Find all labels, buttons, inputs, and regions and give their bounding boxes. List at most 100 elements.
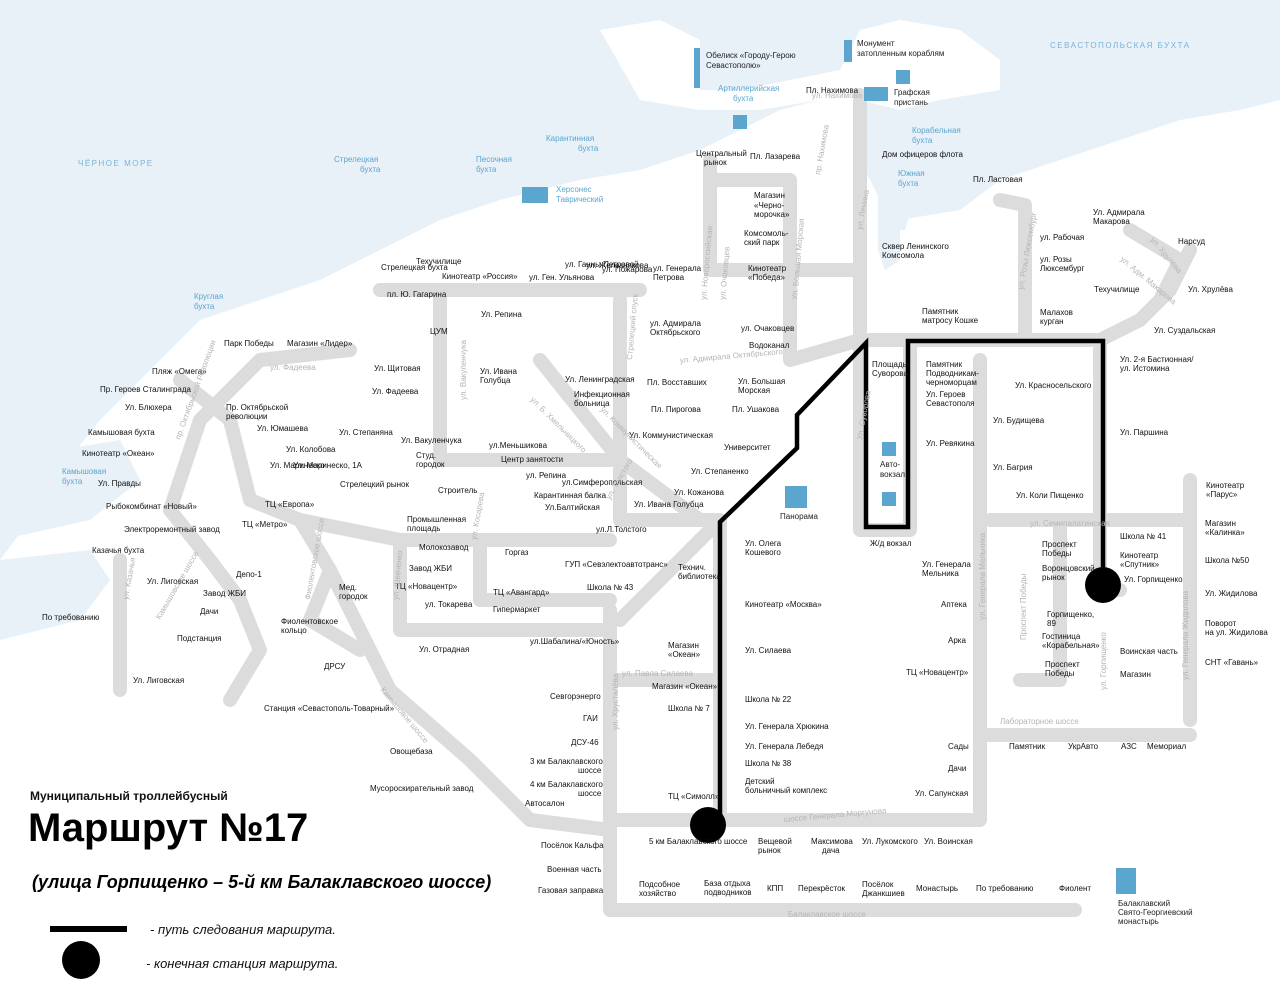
stop-label: Технич. bbox=[678, 563, 706, 572]
street-label: ул. Нахимова bbox=[812, 91, 863, 100]
korabelnaya-bay bbox=[895, 115, 935, 230]
stop-label: Молокозавод bbox=[419, 543, 469, 552]
stop-label: ул. Ганны Петровой bbox=[565, 260, 639, 269]
stop-label: ТЦ «Новацентр» bbox=[395, 582, 458, 591]
stop-label: ДСУ-46 bbox=[571, 738, 599, 747]
stop-label: ул. Адмирала bbox=[650, 319, 701, 328]
stop-label: Карантинная балка bbox=[534, 491, 607, 500]
stop-label: Ул. Лиговская bbox=[147, 577, 198, 586]
stop-label: «Черно- bbox=[754, 201, 785, 210]
street-label: ул. Генерала Жидилова bbox=[1181, 590, 1190, 680]
stop-label: Магазин bbox=[1205, 519, 1236, 528]
stop-label: ТЦ «Симолл» bbox=[668, 792, 720, 801]
stop-label: Горгаз bbox=[505, 548, 529, 557]
stop-label: Ул. Правды bbox=[98, 479, 141, 488]
avtovokzal-label-2: вокзал bbox=[880, 470, 905, 479]
stop-label: 89 bbox=[1047, 619, 1056, 628]
strelets-bay-label: Стрелецкая bbox=[334, 155, 378, 164]
street-label: Проспект Победы bbox=[1019, 573, 1028, 640]
korab-bay-label: Корабельная bbox=[912, 126, 961, 135]
stop-label: Ул. Коли Пищенко bbox=[1016, 491, 1084, 500]
street-label: ул. Павла Силаева bbox=[622, 669, 694, 678]
stop-label: Магазин «Лидер» bbox=[287, 339, 353, 348]
ship-icon bbox=[896, 70, 910, 84]
stop-label: Воинская часть bbox=[1120, 647, 1178, 656]
karant-bay-label: Карантинная bbox=[546, 134, 594, 143]
stop-label: Пл. Лазарева bbox=[750, 152, 801, 161]
stop-label: «Океан» bbox=[668, 650, 701, 659]
stop-label: Ул. Ревякина bbox=[926, 439, 975, 448]
stop-label: Ул. Маринеско bbox=[270, 461, 325, 470]
graf-pier-icon bbox=[864, 87, 888, 101]
stop-label: Вещевой bbox=[758, 837, 792, 846]
stop-label: ул. Токарева bbox=[425, 600, 473, 609]
stop-label: Гипермаркет bbox=[493, 605, 541, 614]
stop-label: ул. Репина bbox=[526, 471, 567, 480]
stop-label: Кинотеатр bbox=[1120, 551, 1159, 560]
stop-label: «Калинка» bbox=[1205, 528, 1245, 537]
stop-label: Инфекционная bbox=[574, 390, 630, 399]
stop-label: Перекрёсток bbox=[798, 884, 846, 893]
stop-label: Университет bbox=[724, 443, 771, 452]
korab-bay-label-2: бухта bbox=[912, 136, 933, 145]
stop-label: Ул.Балтийская bbox=[545, 503, 600, 512]
street-label: ул. Семипалатинская bbox=[1030, 519, 1110, 528]
stop-label: Мед. bbox=[339, 583, 357, 592]
hersones-label: Херсонес bbox=[556, 185, 592, 194]
stop-label: ГАИ bbox=[583, 714, 598, 723]
street-label: Балаклавское шоссе bbox=[788, 910, 866, 919]
monastery-label: Балаклавский bbox=[1118, 899, 1170, 908]
stop-label: Кинотеатр «Россия» bbox=[442, 272, 518, 281]
stop-label: Ул. Паршина bbox=[1120, 428, 1169, 437]
stop-label: Центр занятости bbox=[501, 455, 563, 464]
obelisk-label: Обелиск «Городу-Герою bbox=[706, 51, 796, 60]
stop-label: По требованию bbox=[976, 884, 1033, 893]
stop-label: Дом офицеров флота bbox=[882, 150, 964, 159]
stop-label: Подводникам- bbox=[926, 369, 979, 378]
stop-label: черноморцам bbox=[926, 378, 977, 387]
stop-label: библиотека bbox=[678, 572, 721, 581]
stop-label: Ул. Фадеева bbox=[372, 387, 419, 396]
stop-label: Ул. Генерала bbox=[922, 560, 971, 569]
legend-route-line-swatch bbox=[50, 926, 127, 932]
stop-label: ТЦ «Авангард» bbox=[493, 588, 550, 597]
stop-label: Памятник bbox=[1009, 742, 1046, 751]
stop-label: на ул. Жидилова bbox=[1205, 628, 1268, 637]
stop-label: хозяйство bbox=[639, 889, 677, 898]
stop-label: Ул. Коммунистическая bbox=[629, 431, 713, 440]
stop-label: Ул. Генерала Хрюкина bbox=[745, 722, 829, 731]
stop-label: Водоканал bbox=[749, 341, 790, 350]
stop-label: Школа № 22 bbox=[745, 695, 792, 704]
stop-label: ул. Рабочая bbox=[1040, 233, 1084, 242]
stop-label: Пр. Октябрьской bbox=[226, 403, 288, 412]
stop-label: Дачи bbox=[948, 764, 966, 773]
stop-label: Промышленная bbox=[407, 515, 466, 524]
stop-label: Строитель bbox=[438, 486, 477, 495]
bus-station-icon bbox=[882, 442, 896, 456]
artil-bay-label: Артиллерийская bbox=[718, 84, 779, 93]
legend-dot-description: - конечная станция маршрута. bbox=[146, 956, 339, 971]
stop-label: Ул. Лукомского bbox=[862, 837, 918, 846]
stop-label: Мельника bbox=[922, 569, 959, 578]
black-sea-label: ЧЁРНОЕ МОРЕ bbox=[78, 159, 154, 168]
monument-label-2: затопленным кораблям bbox=[857, 49, 944, 58]
stop-label: СНТ «Гавань» bbox=[1205, 658, 1259, 667]
street-label: ул. Шевченко bbox=[391, 549, 404, 600]
stop-label: Стрелецкий рынок bbox=[340, 480, 410, 489]
land-mass bbox=[0, 100, 1280, 987]
stop-label: ул. Ген. Ульянова bbox=[529, 273, 595, 282]
yuzhnaya-bay bbox=[878, 160, 900, 270]
stop-label: ул. Пожарова bbox=[602, 265, 653, 274]
stop-label: Рыбокомбинат «Новый» bbox=[106, 502, 197, 511]
stop-label: Ул. Горпищенко bbox=[1124, 575, 1183, 584]
stop-label: Фиолент bbox=[1059, 884, 1091, 893]
stop-label: ул.Шабалина/«Юность» bbox=[530, 637, 620, 646]
stop-label: Пл. Восставших bbox=[647, 378, 707, 387]
stop-label: Ул. Хрулёва bbox=[1188, 285, 1233, 294]
stop-label: Поворот bbox=[1205, 619, 1237, 628]
stop-label: Аптека bbox=[941, 600, 967, 609]
stop-label: Нарсуд bbox=[1178, 237, 1205, 246]
stop-label: Ул. Генерала Лебедя bbox=[745, 742, 823, 751]
stop-label: ГУП «Севэлектоавтотранс» bbox=[565, 560, 668, 569]
